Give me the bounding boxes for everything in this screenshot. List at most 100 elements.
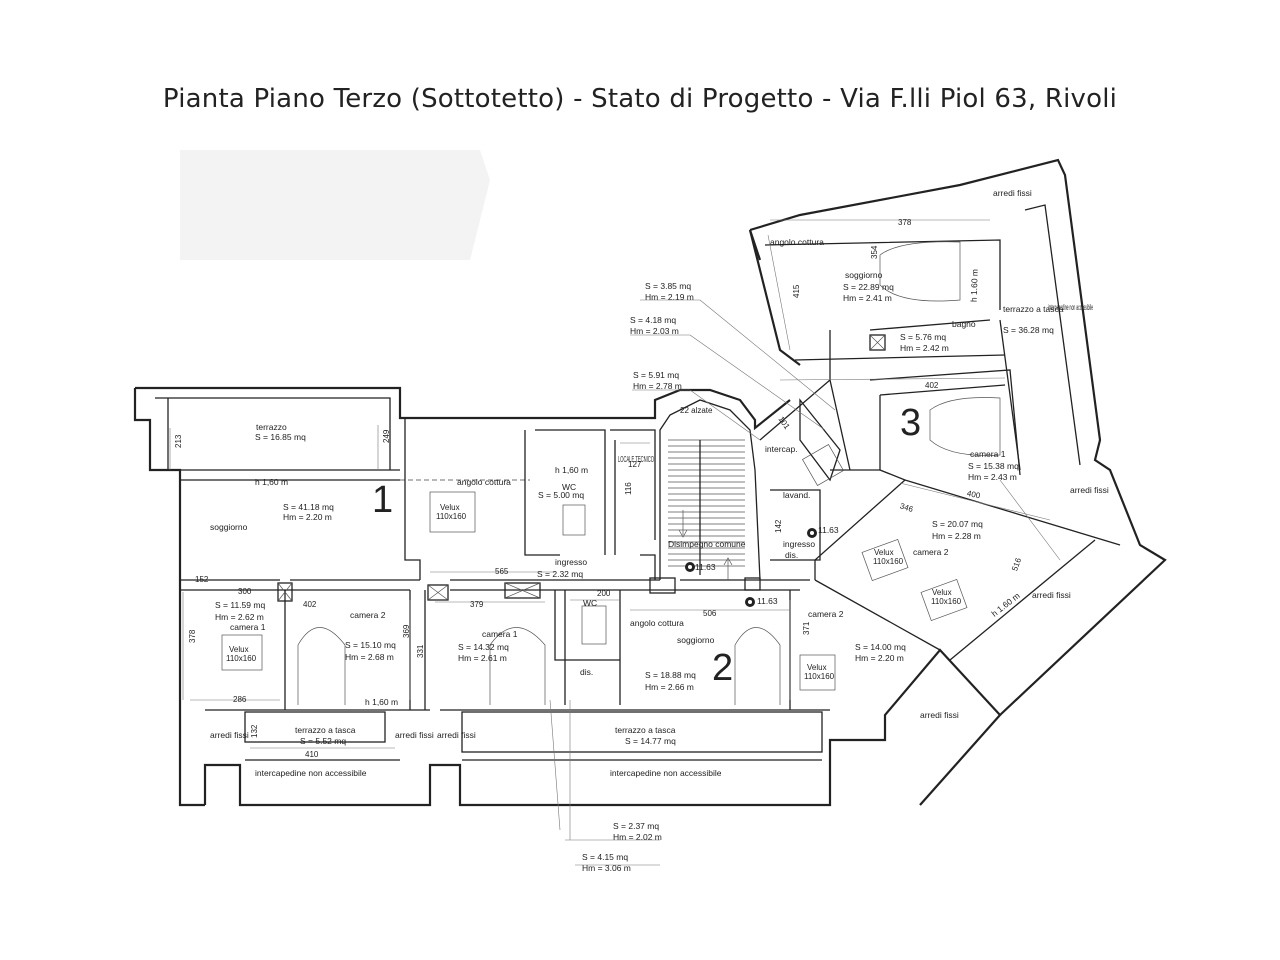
camera1a-label: camera 1	[230, 622, 266, 632]
dim-371: 371	[802, 621, 811, 635]
callout4-height: Hm = 2.02 m	[613, 832, 662, 842]
velux-tag: Velux	[440, 503, 460, 512]
stair-note: 22 alzate	[680, 406, 713, 415]
scan-smudge	[180, 150, 490, 260]
velux-window	[562, 504, 586, 536]
camera1a-area: S = 11.59 mq	[215, 600, 265, 610]
level-2: 11.63	[757, 596, 778, 606]
dim-402b: 402	[925, 381, 939, 390]
soggiorno2-area: S = 18.88 mq	[645, 670, 696, 680]
dim-331: 331	[416, 644, 425, 658]
terrazzo-tasca2-area: S = 14.77 mq	[625, 736, 676, 746]
velux-size: 110x160	[873, 557, 904, 566]
velux-tag: Velux	[229, 645, 249, 654]
velux-windows	[221, 444, 968, 691]
stair-arrow	[678, 510, 688, 538]
dim-516: 516	[1010, 556, 1023, 572]
velux-window	[221, 634, 263, 671]
dim-506: 506	[703, 609, 717, 618]
dimension-lines	[169, 219, 1061, 866]
plan-title: Pianta Piano Terzo (Sottotetto) - Stato …	[162, 84, 1118, 114]
ingresso1-label: ingresso	[555, 557, 587, 567]
camera2b-label: camera 2	[808, 609, 844, 619]
level-1: 11.63	[695, 562, 716, 572]
arredi-fissi-7: arredi fissi	[993, 188, 1032, 198]
soggiorno2-label: soggiorno	[677, 635, 715, 645]
dim-415: 415	[792, 284, 801, 298]
callout1-area: S = 3.85 mq	[645, 281, 691, 291]
bagno3-label: bagno	[952, 319, 976, 329]
dim-132: 132	[250, 724, 259, 738]
velux-size: 110x160	[804, 672, 835, 681]
velux-tag: Velux	[932, 588, 952, 597]
callout2-area: S = 4.18 mq	[630, 315, 676, 325]
camera1c-label: camera 1	[970, 449, 1006, 459]
dormer-arches	[297, 241, 1001, 705]
dim-249: 249	[382, 429, 391, 443]
height-160-b: h 1,60 m	[365, 697, 398, 707]
disimpegno-label: Disimpegno comune	[668, 539, 746, 549]
dis2-label: dis.	[580, 667, 593, 677]
staircase	[668, 439, 745, 575]
dim-200: 200	[597, 589, 611, 598]
dim-213: 213	[174, 434, 183, 448]
dim-152: 152	[195, 575, 209, 584]
dim-127: 127	[628, 460, 642, 469]
intercapedine-2: intercapedine non accessibile	[610, 768, 722, 778]
intercapedine-1: intercapedine non accessibile	[255, 768, 367, 778]
camera2b-height: Hm = 2.20 m	[855, 653, 904, 663]
camera1b-label: camera 1	[482, 629, 518, 639]
height-160-c: h 1.60 m	[969, 269, 980, 302]
dim-142: 142	[774, 519, 783, 533]
camera2c-label: camera 2	[913, 547, 949, 557]
wc2-label: WC	[583, 598, 597, 608]
level-3: 11.63	[818, 525, 839, 535]
callout3-height: Hm = 2.78 m	[633, 381, 682, 391]
height-160-wc: h 1,60 m	[555, 465, 588, 475]
intercap-label: intercap.	[765, 444, 798, 454]
camera2c-area: S = 20.07 mq	[932, 519, 983, 529]
ingresso3-label: ingresso	[783, 539, 815, 549]
arredi-fissi-5: arredi fissi	[1032, 590, 1071, 600]
angolo-cottura-2: angolo cottura	[630, 618, 684, 628]
arredi-fissi-1: arredi fissi	[210, 730, 249, 740]
stair-arrow-2	[723, 557, 733, 580]
velux-size: 110x160	[931, 597, 962, 606]
dim-354: 354	[870, 245, 879, 259]
intercapedine-na: intercapedine non accessibile	[1048, 303, 1093, 312]
dim-402: 402	[303, 600, 317, 609]
callout2-height: Hm = 2.03 m	[630, 326, 679, 336]
dim-369: 369	[402, 624, 411, 638]
dim-101: 101	[776, 415, 791, 432]
arredi-fissi-3: arredi fissi	[437, 730, 476, 740]
velux-window	[861, 538, 909, 582]
dim-378b: 378	[898, 218, 912, 227]
terrazzo-area: S = 16.85 mq	[255, 432, 306, 442]
terrazzo-tasca1-label: terrazzo a tasca	[295, 725, 356, 735]
camera2b-area: S = 14.00 mq	[855, 642, 906, 652]
soggiorno2-height: Hm = 2.66 m	[645, 682, 694, 692]
arredi-fissi-2: arredi fissi	[395, 730, 434, 740]
dim-565: 565	[495, 567, 509, 576]
angolo-cottura-1: angolo cottura	[457, 477, 511, 487]
bagno3-height: Hm = 2.42 m	[900, 343, 949, 353]
camera2a-height: Hm = 2.68 m	[345, 652, 394, 662]
soggiorno3-height: Hm = 2.41 m	[843, 293, 892, 303]
dim-400: 400	[966, 489, 981, 501]
labels: 1 2 3 terrazzo S = 16.85 mq h 1,60 m S =…	[174, 188, 1109, 873]
callout5-area: S = 4.15 mq	[582, 852, 628, 862]
angolo-cottura-3: angolo cottura	[770, 237, 824, 247]
velux-window	[429, 491, 476, 533]
flues	[277, 334, 886, 602]
camera2a-area: S = 15.10 mq	[345, 640, 396, 650]
dim-379: 379	[470, 600, 484, 609]
camera1b-area: S = 14.32 mq	[458, 642, 509, 652]
unit-number-1: 1	[372, 479, 393, 521]
dis3-label: dis.	[785, 550, 798, 560]
velux-window	[802, 444, 844, 486]
velux-size: 110x160	[226, 654, 257, 663]
camera1a-height: Hm = 2.62 m	[215, 612, 264, 622]
inner-walls	[150, 204, 1121, 761]
terrazzo-label: terrazzo	[256, 422, 287, 432]
